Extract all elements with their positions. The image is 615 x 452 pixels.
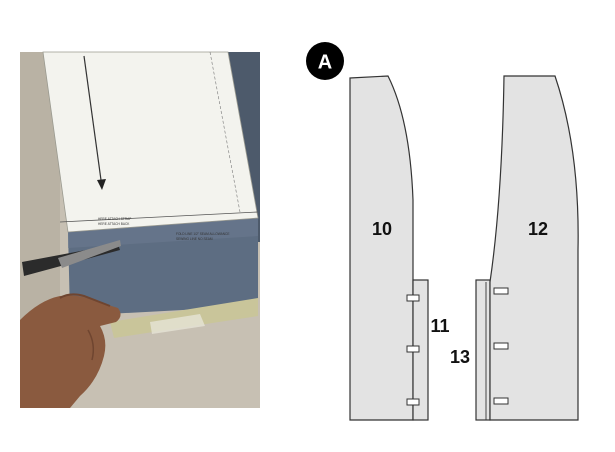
label-piece-10: 10: [372, 219, 392, 239]
paper-pattern: [42, 51, 259, 233]
fastener-tab: [493, 287, 509, 295]
label-piece-11: 11: [430, 316, 449, 336]
figure-badge-label: A: [318, 52, 332, 74]
fastener-tab: [406, 345, 420, 353]
pattern-piece-12: [489, 75, 579, 421]
label-piece-12: 12: [528, 219, 548, 239]
fastener-tab: [406, 294, 420, 302]
fastener-tab: [493, 397, 509, 405]
pattern-note-3: FOLD LINE 1/2" SEAM ALLOWANCE: [176, 232, 229, 236]
pattern-piece-10: [349, 75, 414, 421]
fastener-tab: [406, 398, 420, 406]
fastener-tab: [493, 342, 509, 350]
label-piece-13: 13: [450, 347, 470, 367]
pattern-diagram: A 10 11 12 13: [306, 42, 579, 421]
pattern-note-4: SEWING LINE NO SEAM: [176, 237, 213, 241]
pattern-piece-13: [475, 279, 491, 421]
pattern-note-2: HERE ATTACH BACK: [98, 222, 130, 226]
sewing-photo: HERE ATTACH STRAP HERE ATTACH BACK FOLD …: [20, 51, 260, 408]
grainline-arrow: [83, 55, 102, 181]
pattern-fold-line: [59, 211, 259, 223]
hand: [20, 295, 121, 408]
grainline-arrowhead: [97, 179, 106, 190]
scissors-blade: [58, 240, 121, 268]
figure-badge-circle: [306, 42, 344, 80]
pattern-edge-line: [209, 51, 241, 213]
pattern-note-1: HERE ATTACH STRAP: [98, 217, 131, 221]
